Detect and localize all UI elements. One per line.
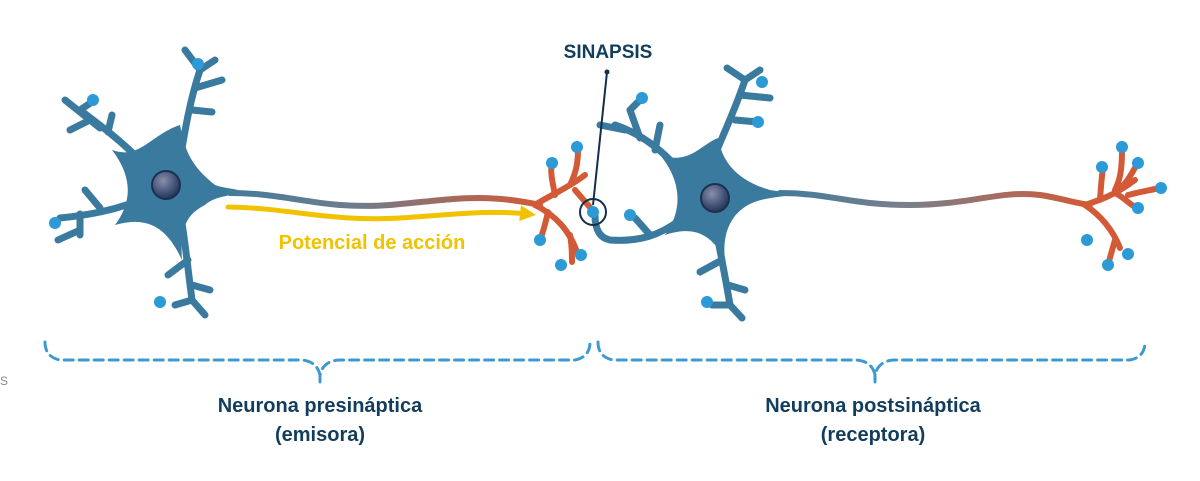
postsynaptic-nucleus — [700, 183, 730, 213]
presynaptic-neuron — [49, 46, 597, 319]
postsynaptic-brace — [596, 340, 1147, 384]
postsynaptic-sublabel: (receptora) — [821, 424, 925, 446]
presynaptic-axon — [227, 190, 543, 209]
presynaptic-terminal-tips — [534, 141, 587, 271]
synapse-pointer-dot — [604, 69, 610, 75]
presynaptic-sublabel: (emisora) — [275, 424, 365, 446]
presynaptic-nucleus — [151, 170, 181, 200]
presynaptic-label: Neurona presináptica — [218, 395, 423, 417]
postsynaptic-neuron — [587, 64, 1167, 322]
presynaptic-axon-terminal — [532, 147, 597, 265]
postsynaptic-terminal-tips — [1081, 141, 1167, 271]
postsynaptic-label: Neurona postsináptica — [765, 395, 981, 417]
synapse-title: SINAPSIS — [564, 42, 653, 63]
synapse-pointer-line — [592, 71, 608, 206]
presynaptic-dendrite-tips — [49, 58, 204, 308]
postsynaptic-dendrite-tips — [587, 76, 768, 308]
action-potential-arrow — [225, 204, 536, 222]
synapse-marker — [579, 69, 610, 226]
action-potential-label: Potencial de acción — [279, 232, 466, 254]
synapse-circle — [579, 198, 607, 226]
presynaptic-brace — [43, 340, 592, 384]
postsynaptic-axon — [777, 190, 1093, 209]
stray-glyph: S — [0, 374, 9, 388]
